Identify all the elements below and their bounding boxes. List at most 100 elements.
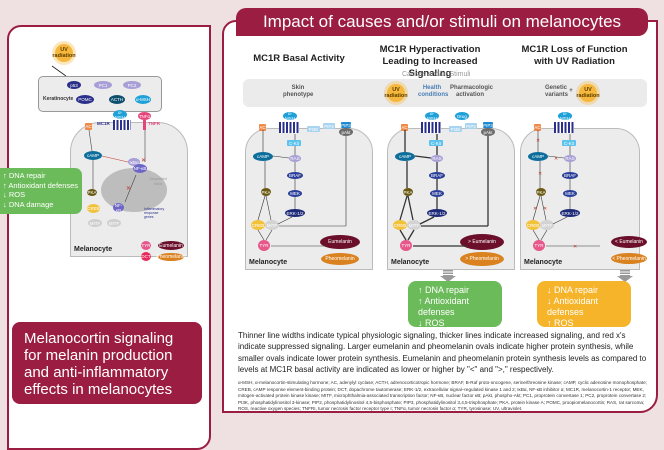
mc1r-receptor (421, 122, 441, 133)
ikba-node: IκBα (128, 158, 140, 166)
creb-node: CREB (393, 220, 407, 230)
red-x: ✕ (573, 244, 577, 250)
mitf-node: MITF (88, 219, 102, 227)
pheomelanin-oval: Pheomelanin (321, 252, 359, 265)
pip2-node: PIP2 (465, 123, 477, 129)
mc1r-receptor (554, 122, 574, 133)
mek-node: MEK (288, 190, 302, 197)
left-title: Melanocortin signaling for melanin produ… (12, 322, 202, 404)
signal-line (407, 195, 414, 221)
erk-node: ERK-1/2 (560, 209, 580, 217)
drug-ligand: Drug (455, 112, 469, 120)
braf-node: BRAF (429, 172, 445, 179)
eumelanin-oval: < Eumelanin (611, 235, 647, 248)
effect-item: ↓ ROS (418, 318, 445, 328)
abbreviations: α-MSH, α-melanocortin-stimulating hormon… (238, 380, 647, 412)
tnfr-label: TNFR (148, 121, 160, 126)
ac-node: AC (85, 123, 92, 130)
pka-node: PKA (87, 189, 97, 196)
signal-line (265, 195, 272, 221)
cause-health-conditions: Health conditions (418, 85, 449, 98)
effect-item: ↓ DNA damage (3, 199, 54, 209)
msh-ligand: α-MSH (283, 111, 297, 121)
ckit-node: C-Kit (562, 140, 576, 146)
ckit-node: C-Kit (287, 140, 301, 146)
cause-uv-icon: UV radiation (384, 84, 408, 102)
keratinocyte-box: Keratinocyte p53 POMC PC1 ACTH PC2 α-MSH (38, 76, 162, 112)
mc1r-receptor (279, 122, 299, 133)
camp-node: cAMP (528, 152, 548, 161)
red-x: ✕ (543, 206, 547, 212)
down-arrow-shaft (620, 270, 630, 276)
pi3k-node: PI3K (307, 126, 320, 132)
column-heading-loss: MC1R Loss of Function with UV Radiation (521, 44, 628, 67)
signal-line (407, 229, 415, 241)
signal-line (399, 195, 408, 221)
down-arrow-shaft (443, 270, 453, 276)
red-x: ✕ (533, 206, 537, 212)
signal-line (547, 155, 565, 159)
pathway-lines: ✕✕✕✕✕✕ (532, 130, 600, 250)
pka-node: PKA (261, 188, 271, 196)
cell-label: Melanocyte (249, 259, 288, 266)
msh-ligand: α-MSH (425, 111, 439, 121)
creb-node: CREB (87, 204, 100, 213)
cell-label: Melanocyte (74, 246, 113, 253)
pheomelanin-oval: Pheomelanin (156, 253, 186, 261)
red-x: ✕ (141, 158, 146, 164)
hyper-effects-box: ↑ DNA repair ↑ Antioxidant defenses ↓ RO… (408, 281, 502, 339)
effect-item: ↑ DNA damage (547, 329, 608, 339)
creb-node: CREB (251, 220, 265, 230)
cause-genetic-variants: Genetic variants (545, 85, 569, 98)
inflammatory-genes-label: Inflammatory response genes (144, 207, 165, 219)
camp-node: cAMP (84, 151, 102, 160)
effect-item: ↓ DNA repair (547, 285, 599, 295)
tyr-node: TYR (141, 241, 151, 250)
pc1-node: PC1 (94, 81, 112, 89)
effect-item: ↑ Antioxidant defenses (418, 296, 470, 317)
ras-node: RAS (564, 155, 576, 162)
mc1r-label: MC1R (97, 121, 110, 126)
description: Thinner line widths indicate typical phy… (238, 331, 647, 375)
cell-label: Melanocyte (524, 259, 563, 266)
effect-item: ↑ DNA repair (418, 285, 470, 295)
effect-item: ↓ ROS (3, 190, 26, 199)
loss-effects-box: ↓ DNA repair ↓ Antioxidant defenses ↑ RO… (537, 281, 631, 339)
red-x: ✕ (554, 156, 558, 162)
pomc-node: POMC (76, 95, 94, 104)
ras-node: RAS (289, 155, 301, 162)
signal-line (272, 155, 290, 159)
mitf-node: MITF (407, 220, 421, 230)
tyr-node: TYR (533, 240, 545, 251)
pka-node: PKA (403, 188, 413, 196)
signal-line (419, 216, 435, 225)
red-x: ✕ (126, 186, 131, 192)
ac-node: AC (259, 124, 266, 131)
eumelanin-oval: > Eumelanin (460, 233, 504, 250)
camp-node: cAMP (253, 152, 273, 161)
signal-line (540, 195, 547, 221)
acth-node: ACTH (109, 95, 125, 104)
down-arrow-icon (440, 276, 456, 282)
pheomelanin-oval: < Pheomelanin (611, 253, 647, 264)
uv-arrow (51, 65, 67, 77)
pc2-node: PC2 (123, 81, 141, 89)
ac-node: AC (401, 124, 408, 131)
effect-item: ↑ DNA repair (3, 171, 46, 180)
tnf-ligand: TNFα (138, 112, 151, 120)
erk-node: ERK-1/2 (285, 209, 305, 217)
right-title: Impact of causes and/or stimuli on melan… (236, 8, 648, 36)
uv-label: UV radiation (52, 47, 76, 59)
signal-line (257, 229, 265, 241)
nfkb-nuclear-node: NF-κB (113, 202, 124, 213)
cause-pharmacologic: Pharmacologic activation (450, 85, 494, 98)
eumelanin-oval: Eumelanin (320, 234, 360, 249)
column-heading-hyperactivation: MC1R Hyperactivation Leading to Increase… (379, 44, 481, 79)
nucleus (101, 168, 167, 212)
mitf-node: MITF (265, 220, 279, 230)
ckit-node: C-Kit (429, 140, 443, 146)
braf-node: BRAF (562, 172, 578, 179)
signal-line (277, 216, 293, 225)
cause-skin-phenotype: Skin phenotype (283, 85, 314, 98)
msh-ligand: α-MSH (558, 111, 572, 121)
